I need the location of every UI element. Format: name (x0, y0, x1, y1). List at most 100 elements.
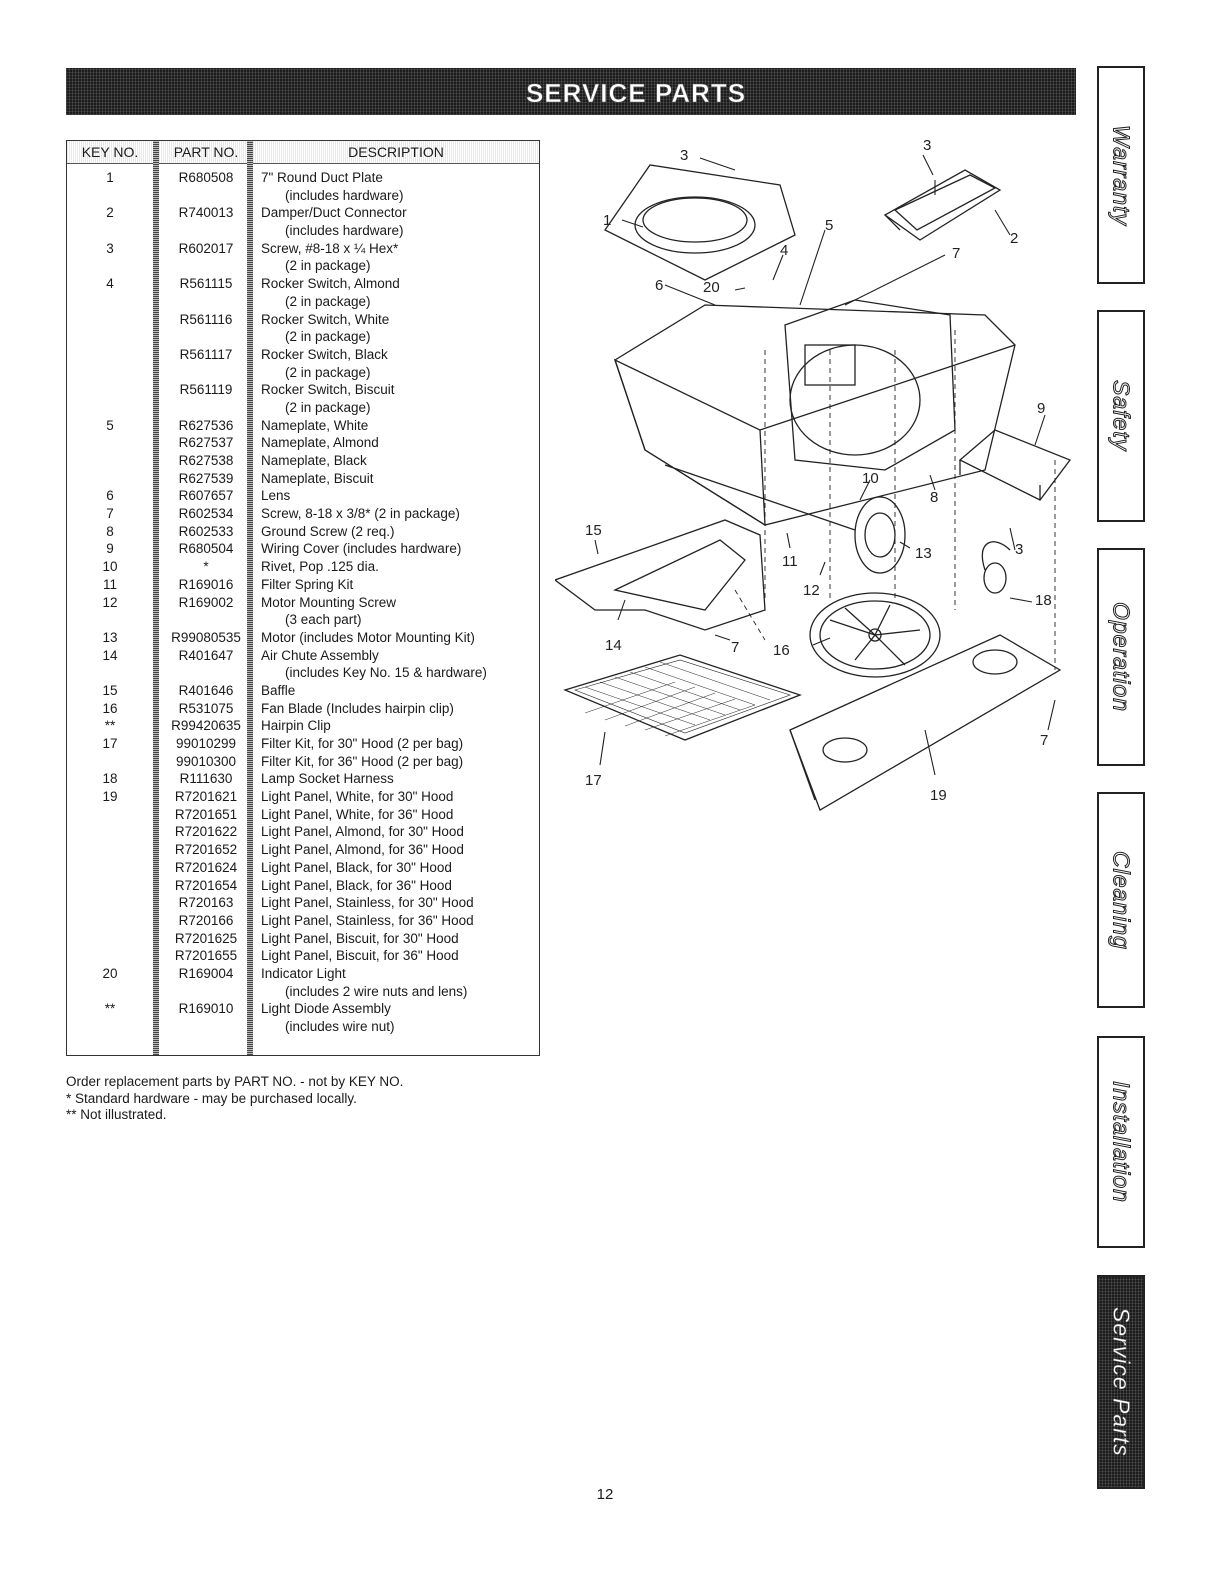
description-cell: (includes wire nut) (285, 1019, 395, 1034)
description-cell: Rivet, Pop .125 dia. (261, 559, 379, 575)
damper-connector-drawing (883, 169, 1002, 241)
callout-7: 7 (952, 245, 960, 262)
table-row: R627538 Nameplate, Black (67, 452, 539, 470)
section-banner: SERVICE PARTS (66, 68, 1076, 115)
callout-15: 15 (585, 522, 602, 539)
description-cell: Light Panel, White, for 36" Hood (261, 806, 454, 822)
callout-2: 2 (1010, 230, 1018, 247)
tab-cleaning[interactable]: Cleaning (1097, 792, 1145, 1008)
part-no-cell: R99080535 (171, 629, 241, 645)
callout-20: 20 (703, 279, 720, 296)
description-cell: Damper/Duct Connector (261, 205, 407, 221)
tab-safety[interactable]: Safety (1097, 310, 1145, 522)
description-cell: (includes Key No. 15 & hardware) (285, 665, 487, 681)
callout-3: 3 (1015, 541, 1023, 558)
key-no-cell: 16 (102, 700, 118, 716)
description-cell: (2 in package) (285, 293, 371, 309)
callout-18: 18 (1035, 592, 1052, 609)
table-row: (includes hardware) (67, 187, 539, 205)
description-cell: Light Panel, Almond, for 36" Hood (261, 842, 464, 858)
description-cell: Ground Screw (2 req.) (261, 523, 395, 539)
description-cell: Rocker Switch, Black (261, 346, 388, 362)
part-no-cell: R7201622 (174, 824, 238, 840)
tab-label: Safety (1108, 380, 1135, 452)
tab-installation[interactable]: Installation (1097, 1036, 1145, 1248)
table-row: (includes hardware) (67, 222, 539, 240)
part-no-cell: R561119 (179, 382, 233, 398)
description-cell: Air Chute Assembly (261, 647, 379, 663)
part-no-cell: R740013 (178, 205, 234, 221)
diagram-callouts: 1 2 3 3 3 4 5 6 7 7 7 8 9 10 11 12 13 14… (585, 137, 1052, 804)
table-row: (2 in package) (67, 257, 539, 275)
part-no-cell: R627538 (178, 453, 234, 468)
part-no-cell: 99010299 (175, 736, 237, 751)
tab-warranty[interactable]: Warranty (1097, 66, 1145, 284)
key-no-cell: 6 (106, 488, 114, 504)
key-no-cell: 1 (106, 170, 114, 185)
description-cell: Motor Mounting Screw (261, 594, 397, 610)
part-no-cell: R7201652 (174, 842, 238, 858)
callout-14: 14 (605, 637, 622, 654)
callout-8: 8 (930, 489, 938, 506)
description-cell: Nameplate, Biscuit (261, 470, 374, 486)
filter-drawing (563, 654, 802, 741)
description-cell: Light Panel, Almond, for 30" Hood (261, 824, 464, 840)
header-key-no: KEY NO. (67, 141, 153, 164)
part-no-cell: R680508 (178, 170, 234, 185)
table-row: (2 in package) (67, 364, 539, 382)
description-cell: Nameplate, Almond (261, 435, 379, 451)
part-no-cell: R607657 (178, 488, 234, 504)
description-cell: Rocker Switch, White (261, 311, 390, 327)
description-cell: Fan Blade (Includes hairpin clip) (261, 700, 454, 716)
description-cell: Light Panel, Black, for 30" Hood (261, 859, 452, 875)
tab-operation[interactable]: Operation (1097, 548, 1145, 766)
callout-5: 5 (825, 217, 833, 234)
footnote-standard-hardware: * Standard hardware - may be purchased l… (66, 1090, 357, 1106)
table-row: 1 R680508 7" Round Duct Plate (67, 169, 539, 187)
part-no-cell: R7201651 (174, 806, 238, 822)
part-no-cell: R7201655 (174, 948, 238, 964)
page-number: 12 (596, 1486, 614, 1503)
tab-service-parts[interactable]: Service Parts (1097, 1275, 1145, 1489)
footnote-order: Order replacement parts by PART NO. - no… (66, 1074, 404, 1089)
duct-plate-drawing (604, 164, 796, 281)
tab-label: Operation (1108, 601, 1135, 712)
table-row: R561117 Rocker Switch, Black (67, 346, 539, 364)
callout-6: 6 (655, 277, 663, 294)
description-cell: Lamp Socket Harness (261, 771, 394, 787)
description-cell: 7" Round Duct Plate (261, 170, 383, 185)
table-row: (3 each part) (67, 611, 539, 629)
key-no-cell: 8 (106, 523, 114, 539)
part-no-cell: R602017 (178, 240, 234, 256)
description-cell: Indicator Light (261, 965, 346, 981)
callout-16: 16 (773, 642, 790, 659)
air-chute-drawing (555, 519, 766, 631)
part-no-cell: R561116 (179, 311, 233, 327)
part-no-cell: R7201624 (174, 859, 238, 875)
part-no-cell: R99420635 (171, 718, 241, 734)
description-cell: (includes hardware) (285, 223, 404, 239)
description-cell: (2 in package) (285, 364, 371, 380)
key-no-cell: 4 (106, 276, 114, 292)
part-no-cell: R169004 (178, 965, 234, 981)
part-no-cell: R627536 (178, 417, 234, 433)
description-cell: Filter Spring Kit (261, 576, 354, 592)
part-no-cell: R561117 (179, 346, 233, 362)
light-panel-drawing (789, 634, 1062, 811)
description-cell: Nameplate, Black (261, 453, 367, 468)
table-row: (includes wire nut) (67, 1018, 539, 1036)
description-cell: Filter Kit, for 30" Hood (2 per bag) (261, 736, 464, 751)
header-description: DESCRIPTION (253, 141, 539, 164)
